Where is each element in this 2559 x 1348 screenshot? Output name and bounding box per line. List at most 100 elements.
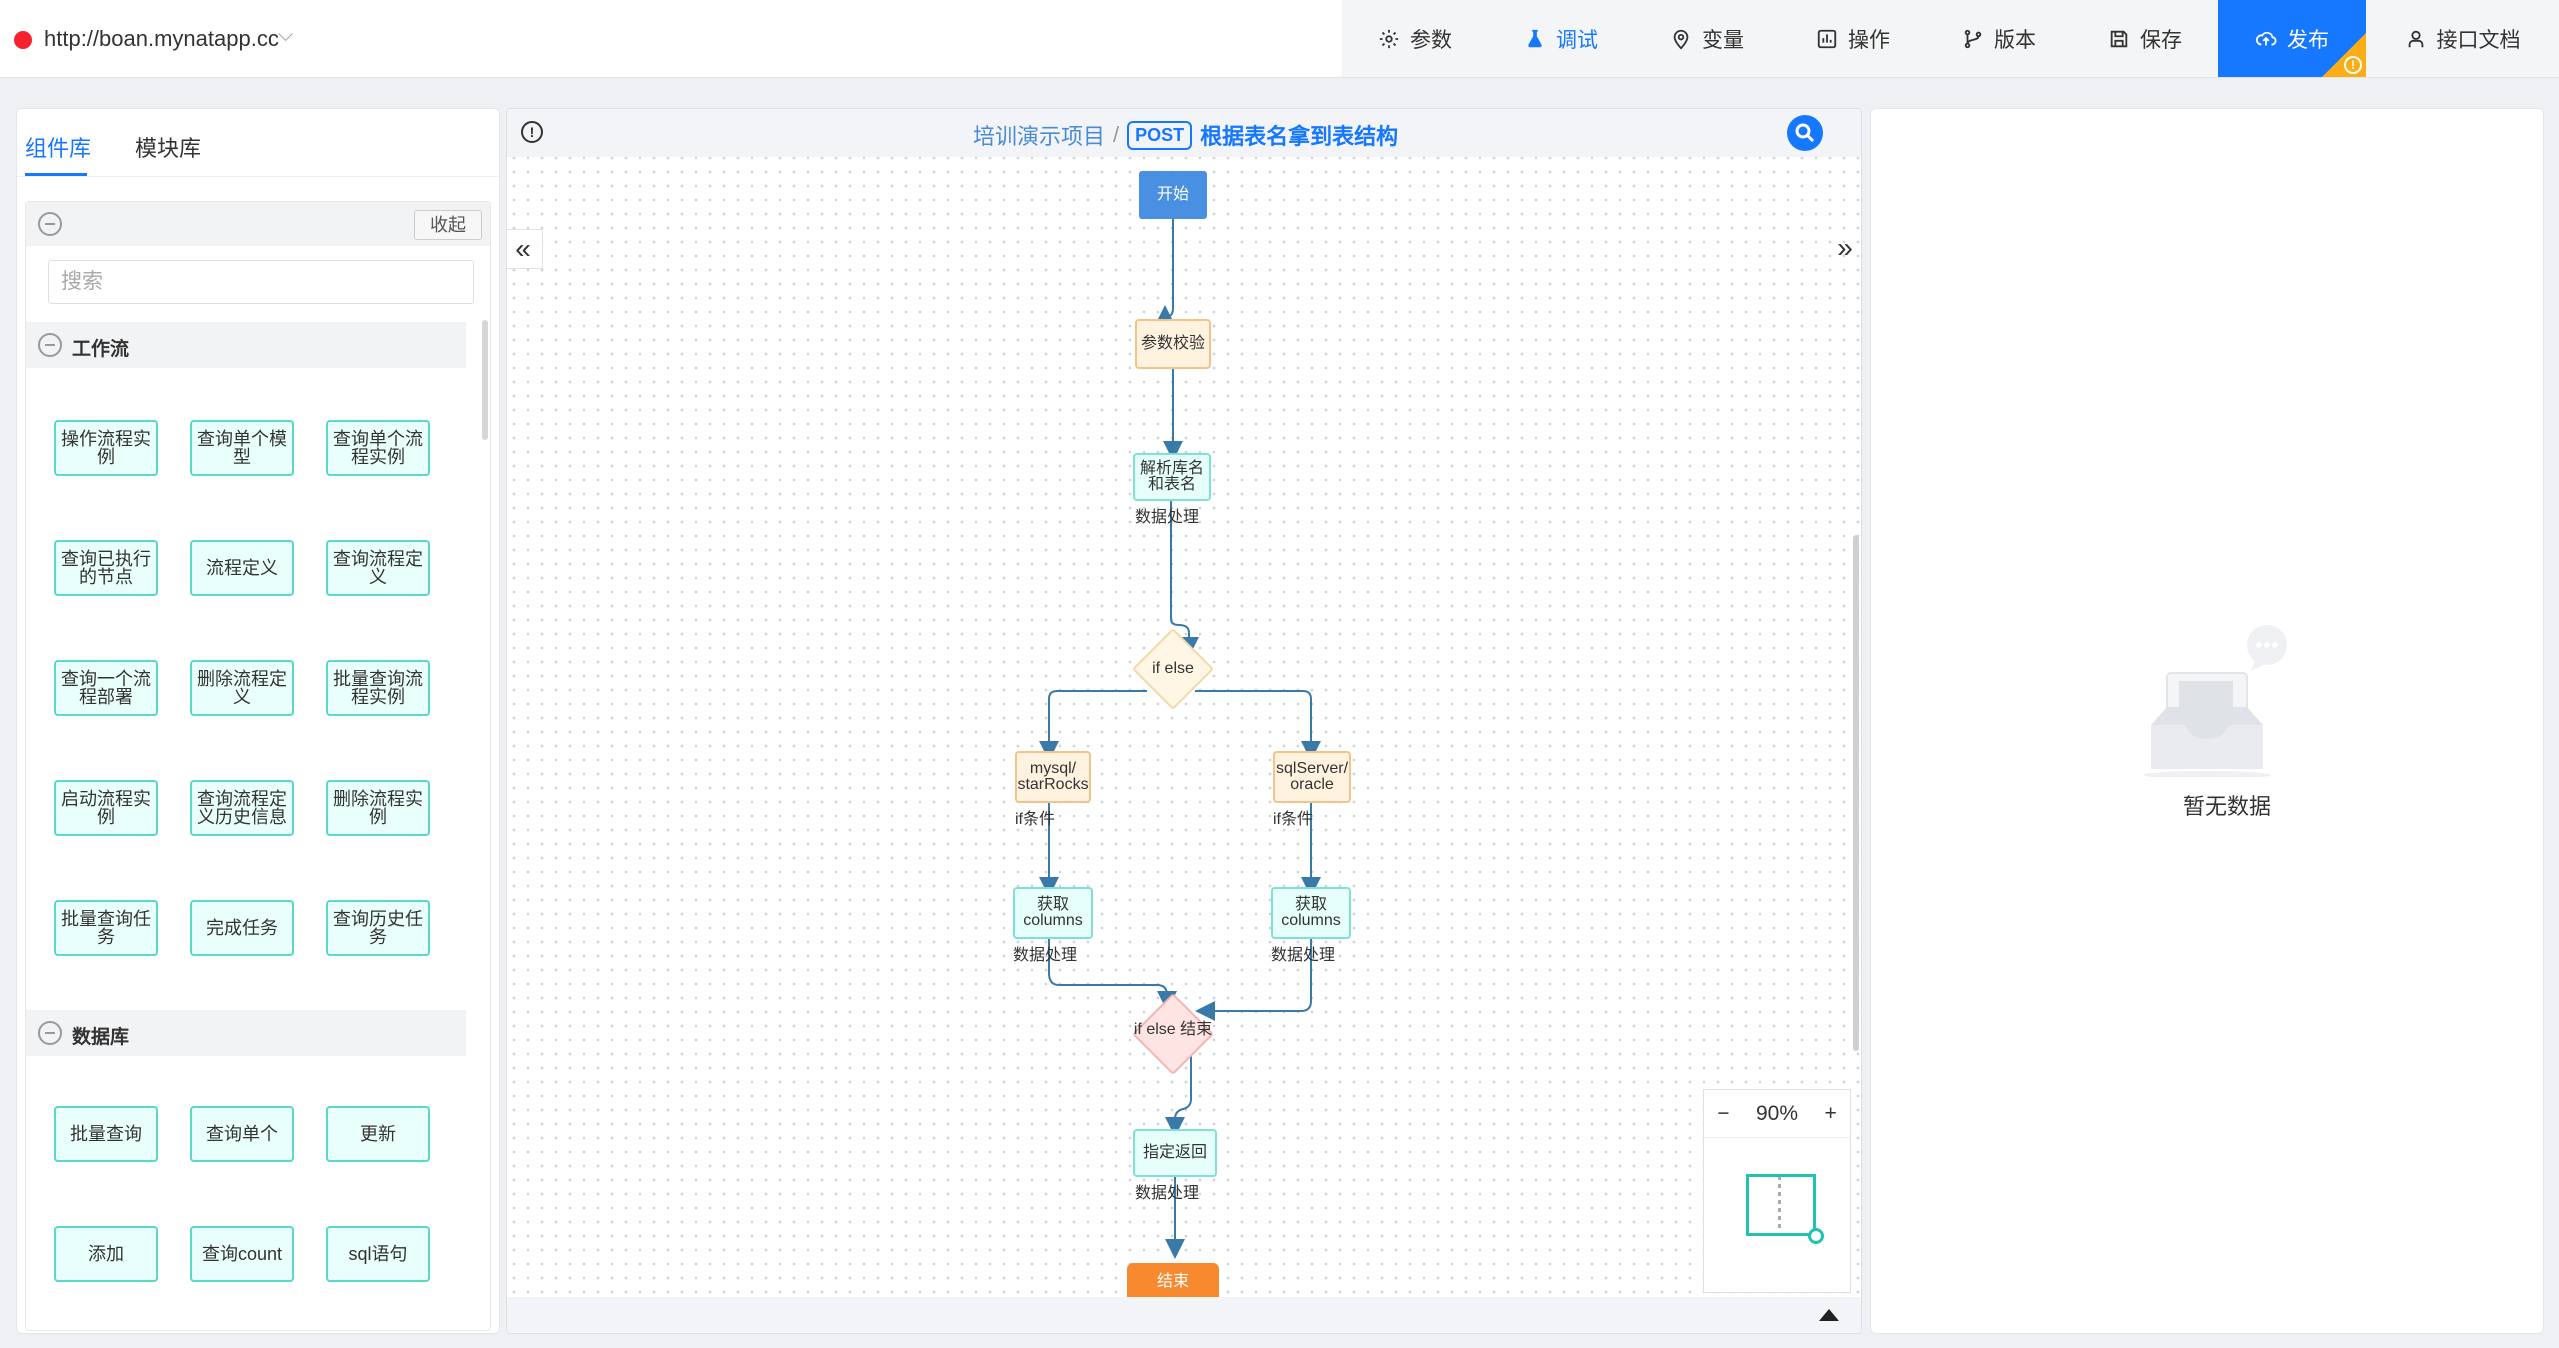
flow-node-sqlserver[interactable]: sqlServer/ oracle — [1273, 751, 1351, 803]
flow-node-columns-right[interactable]: 获取columns — [1271, 887, 1351, 939]
breadcrumb-separator: / — [1113, 122, 1120, 147]
gear-icon — [1379, 29, 1399, 48]
nav-publish-button[interactable]: 发布 ! — [2218, 0, 2366, 77]
zoom-in-button[interactable]: + — [1824, 1101, 1837, 1125]
flow-node-parse[interactable]: 解析库名和表名 — [1133, 453, 1211, 501]
flow-node-start[interactable]: 开始 — [1139, 171, 1207, 219]
component-item[interactable]: 启动流程实例 — [54, 780, 158, 836]
node-sub-label: if条件 — [1015, 811, 1056, 828]
expand-up-icon[interactable] — [1819, 1309, 1839, 1321]
collapse-button[interactable]: 收起 — [414, 210, 482, 240]
nav-debug-button[interactable]: 调试 — [1488, 0, 1634, 77]
chart-icon — [1817, 29, 1837, 48]
nav-version-button[interactable]: 版本 — [1926, 0, 2072, 77]
nav-label: 调试 — [1556, 28, 1598, 52]
chevron-down-icon[interactable]: ⌵ — [278, 24, 294, 46]
collapse-category-icon[interactable] — [38, 1021, 62, 1045]
node-sub-label: if条件 — [1273, 811, 1314, 828]
flow-node-end[interactable]: 结束 — [1127, 1263, 1219, 1301]
nav-label: 操作 — [1848, 28, 1890, 52]
breadcrumb: 培训演示项目 / POST 根据表名拿到表结构 — [973, 119, 1398, 151]
flow-node-mysql[interactable]: mysql/ starRocks — [1015, 751, 1091, 803]
category-label: 工作流 — [72, 339, 130, 360]
minimap-flow — [1778, 1176, 1781, 1232]
tab-modules[interactable]: 模块库 — [135, 136, 202, 161]
canvas-scrollbar[interactable] — [1853, 535, 1859, 1051]
component-item[interactable]: 完成任务 — [190, 900, 294, 956]
nav-variables-button[interactable]: 变量 — [1634, 0, 1780, 77]
component-item[interactable]: sql语句 — [326, 1226, 430, 1282]
nav-label: 发布 — [2287, 28, 2329, 52]
warning-icon: ! — [2344, 56, 2362, 74]
nav-save-button[interactable]: 保存 — [2072, 0, 2218, 77]
zoom-out-button[interactable]: − — [1717, 1101, 1730, 1125]
search-icon — [1795, 123, 1815, 143]
canvas-header: ! 培训演示项目 / POST 根据表名拿到表结构 — [507, 109, 1861, 157]
branch-icon — [1964, 29, 1982, 48]
node-label: if else — [1152, 660, 1194, 677]
nav-api-docs-button[interactable]: 接口文档 — [2366, 0, 2559, 77]
search-input[interactable] — [48, 260, 474, 304]
category-header-database[interactable]: 数据库 — [26, 1010, 466, 1056]
component-item[interactable]: 查询一个流程部署 — [54, 660, 158, 716]
nav-label: 变量 — [1702, 28, 1744, 52]
breadcrumb-project[interactable]: 培训演示项目 — [973, 124, 1106, 149]
empty-inbox-icon — [2143, 625, 2287, 777]
component-item[interactable]: 操作流程实例 — [54, 420, 158, 476]
component-item[interactable]: 查询历史任务 — [326, 900, 430, 956]
nav-label: 保存 — [2140, 28, 2182, 52]
category-header-workflow[interactable]: 工作流 — [26, 322, 466, 368]
canvas-search-button[interactable] — [1787, 115, 1823, 151]
component-library-panel: 组件库 模块库 收起 工作流 操作流程实例 查询单个模型 查询单个流程实例 查询… — [16, 108, 500, 1334]
save-icon — [2110, 30, 2128, 47]
component-item[interactable]: 批量查询任务 — [54, 900, 158, 956]
flask-icon — [1528, 29, 1542, 47]
library-scrollbar[interactable] — [482, 320, 488, 440]
component-item[interactable]: 更新 — [326, 1106, 430, 1162]
tab-underline — [25, 173, 87, 176]
flow-node-return[interactable]: 指定返回 — [1133, 1129, 1217, 1177]
component-item[interactable]: 查询已执行的节点 — [54, 540, 158, 596]
library-box: 收起 工作流 操作流程实例 查询单个模型 查询单个流程实例 查询已执行的节点 流… — [25, 201, 491, 1331]
component-item[interactable]: 添加 — [54, 1226, 158, 1282]
empty-state-text: 暂无数据 — [2182, 794, 2271, 819]
minimap-resize-handle[interactable] — [1808, 1228, 1824, 1244]
component-item[interactable]: 批量查询 — [54, 1106, 158, 1162]
flow-node-check[interactable]: 参数校验 — [1135, 319, 1211, 369]
cloud-upload-icon — [2255, 31, 2277, 45]
component-item[interactable]: 查询单个 — [190, 1106, 294, 1162]
flow-canvas[interactable]: ! 培训演示项目 / POST 根据表名拿到表结构 « » — [506, 108, 1862, 1334]
collapse-category-icon[interactable] — [38, 333, 62, 357]
minimap-viewport[interactable] — [1746, 1174, 1816, 1236]
library-header: 收起 — [26, 202, 490, 246]
url-text[interactable]: http://boan.mynatapp.cc — [44, 26, 279, 51]
component-item[interactable]: 流程定义 — [190, 540, 294, 596]
collapse-all-icon[interactable] — [38, 212, 62, 236]
component-item[interactable]: 删除流程实例 — [326, 780, 430, 836]
node-sub-label: 数据处理 — [1135, 1185, 1200, 1202]
canvas-footer — [507, 1297, 1861, 1333]
component-item[interactable]: 查询流程定义 — [326, 540, 430, 596]
component-item[interactable]: 删除流程定义 — [190, 660, 294, 716]
nav-operations-button[interactable]: 操作 — [1780, 0, 1926, 77]
tab-components[interactable]: 组件库 — [25, 136, 92, 161]
component-item[interactable]: 查询count — [190, 1226, 294, 1282]
expand-right-button[interactable]: » — [1837, 232, 1853, 263]
component-item[interactable]: 查询流程定义历史信息 — [190, 780, 294, 836]
zoom-level: 90% — [1755, 1101, 1798, 1125]
component-item[interactable]: 批量查询流程实例 — [326, 660, 430, 716]
component-item[interactable]: 查询单个流程实例 — [326, 420, 430, 476]
location-pin-icon — [1673, 29, 1689, 49]
library-tabs: 组件库 模块库 — [17, 109, 499, 177]
method-badge: POST — [1127, 120, 1193, 150]
component-item[interactable]: 查询单个模型 — [190, 420, 294, 476]
info-icon[interactable]: ! — [521, 121, 543, 143]
nav-params-button[interactable]: 参数 — [1342, 0, 1488, 77]
expand-left-button[interactable]: « — [507, 229, 543, 269]
flow-node-columns-left[interactable]: 获取columns — [1013, 887, 1093, 939]
status-dot — [14, 31, 32, 49]
node-sub-label: 数据处理 — [1271, 947, 1336, 964]
node-sub-label: 数据处理 — [1013, 947, 1078, 964]
nav-label: 参数 — [1410, 28, 1452, 52]
category-label: 数据库 — [72, 1027, 130, 1048]
